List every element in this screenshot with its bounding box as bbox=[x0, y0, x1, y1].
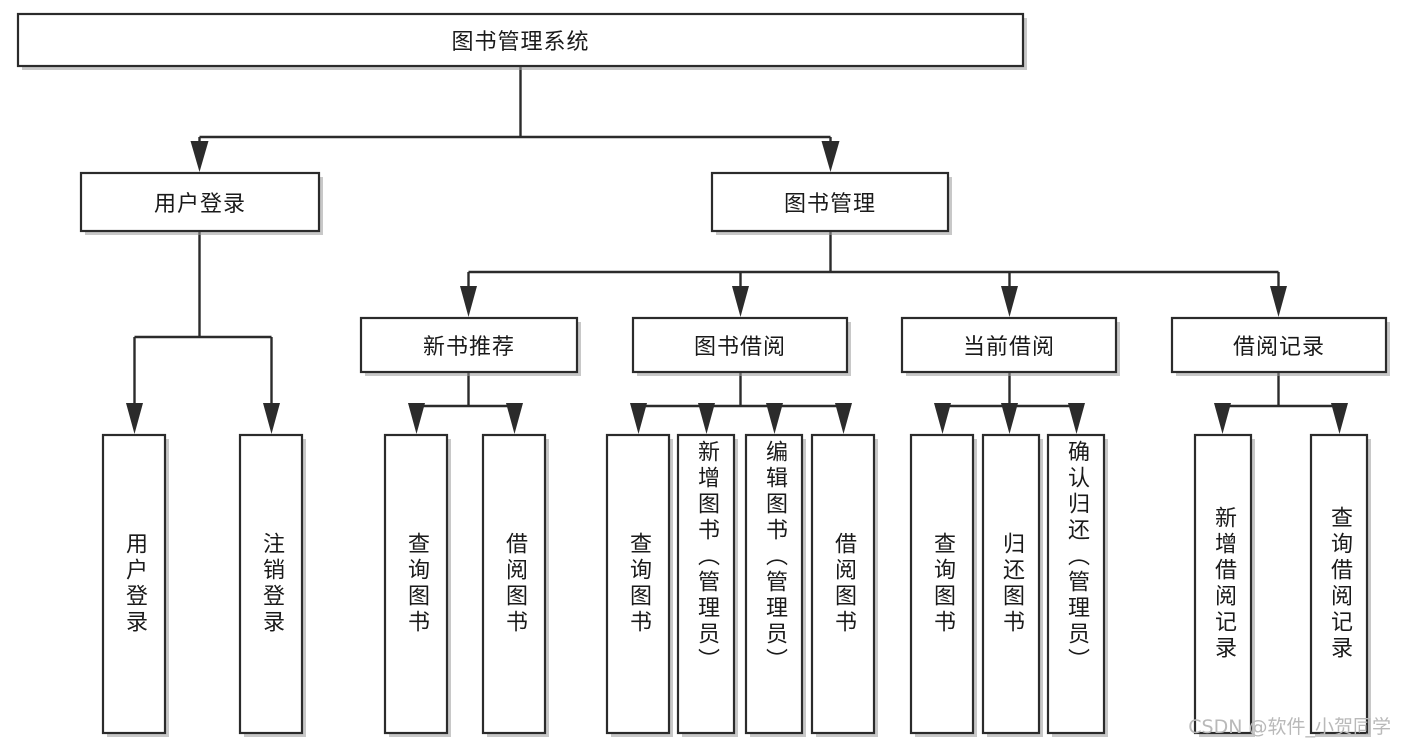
arrowhead-leaf-query-book-b bbox=[630, 403, 647, 434]
arrowhead-borrow-record bbox=[1270, 286, 1287, 317]
node-leaf-edit-book[interactable] bbox=[744, 433, 804, 735]
arrowhead-leaf-query-book-a bbox=[408, 403, 425, 434]
node-leaf-logout-login[interactable] bbox=[238, 433, 304, 735]
watermark: CSDN @软件_小贺同学 bbox=[1188, 716, 1391, 738]
node-leaf-borrow-book-a[interactable] bbox=[481, 433, 547, 735]
node-leaf-return-book[interactable] bbox=[981, 433, 1041, 735]
node-layer bbox=[16, 12, 1388, 735]
arrowhead-book-borrow bbox=[732, 286, 749, 317]
node-current-borrow[interactable] bbox=[900, 316, 1118, 374]
node-leaf-add-borrow-rec[interactable] bbox=[1193, 433, 1253, 735]
arrowhead-user-login bbox=[190, 141, 209, 172]
connector-layer bbox=[126, 66, 1348, 434]
node-leaf-query-borrow-rec[interactable] bbox=[1309, 433, 1369, 735]
arrowhead-leaf-borrow-book-b bbox=[835, 403, 852, 434]
node-leaf-borrow-book-b[interactable] bbox=[810, 433, 876, 735]
arrowhead-leaf-return-book bbox=[1001, 403, 1018, 434]
arrowhead-leaf-logout-login bbox=[263, 403, 280, 434]
arrowhead-leaf-user-login bbox=[126, 403, 143, 434]
node-root[interactable] bbox=[16, 12, 1025, 68]
arrowhead-leaf-confirm-return bbox=[1068, 403, 1085, 434]
node-borrow-record[interactable] bbox=[1170, 316, 1388, 374]
node-leaf-query-book-b[interactable] bbox=[605, 433, 671, 735]
node-leaf-add-book[interactable] bbox=[676, 433, 736, 735]
node-leaf-query-book-a[interactable] bbox=[383, 433, 449, 735]
arrowhead-leaf-query-borrow-rec bbox=[1331, 403, 1348, 434]
arrowhead-leaf-query-book-c bbox=[934, 403, 951, 434]
arrowhead-new-book-recommend bbox=[460, 286, 477, 317]
arrowhead-current-borrow bbox=[1001, 286, 1018, 317]
arrowhead-leaf-add-book bbox=[698, 403, 715, 434]
node-user-login[interactable] bbox=[79, 171, 321, 233]
node-leaf-query-book-c[interactable] bbox=[909, 433, 975, 735]
arrowhead-leaf-add-borrow-rec bbox=[1214, 403, 1231, 434]
node-book-manage[interactable] bbox=[710, 171, 950, 233]
node-leaf-confirm-return[interactable] bbox=[1046, 433, 1106, 735]
node-leaf-user-login[interactable] bbox=[101, 433, 167, 735]
arrowhead-leaf-edit-book bbox=[766, 403, 783, 434]
arrowhead-leaf-borrow-book-a bbox=[506, 403, 523, 434]
node-new-book-recommend[interactable] bbox=[359, 316, 579, 374]
arrowhead-book-manage bbox=[821, 141, 840, 172]
node-book-borrow[interactable] bbox=[631, 316, 849, 374]
